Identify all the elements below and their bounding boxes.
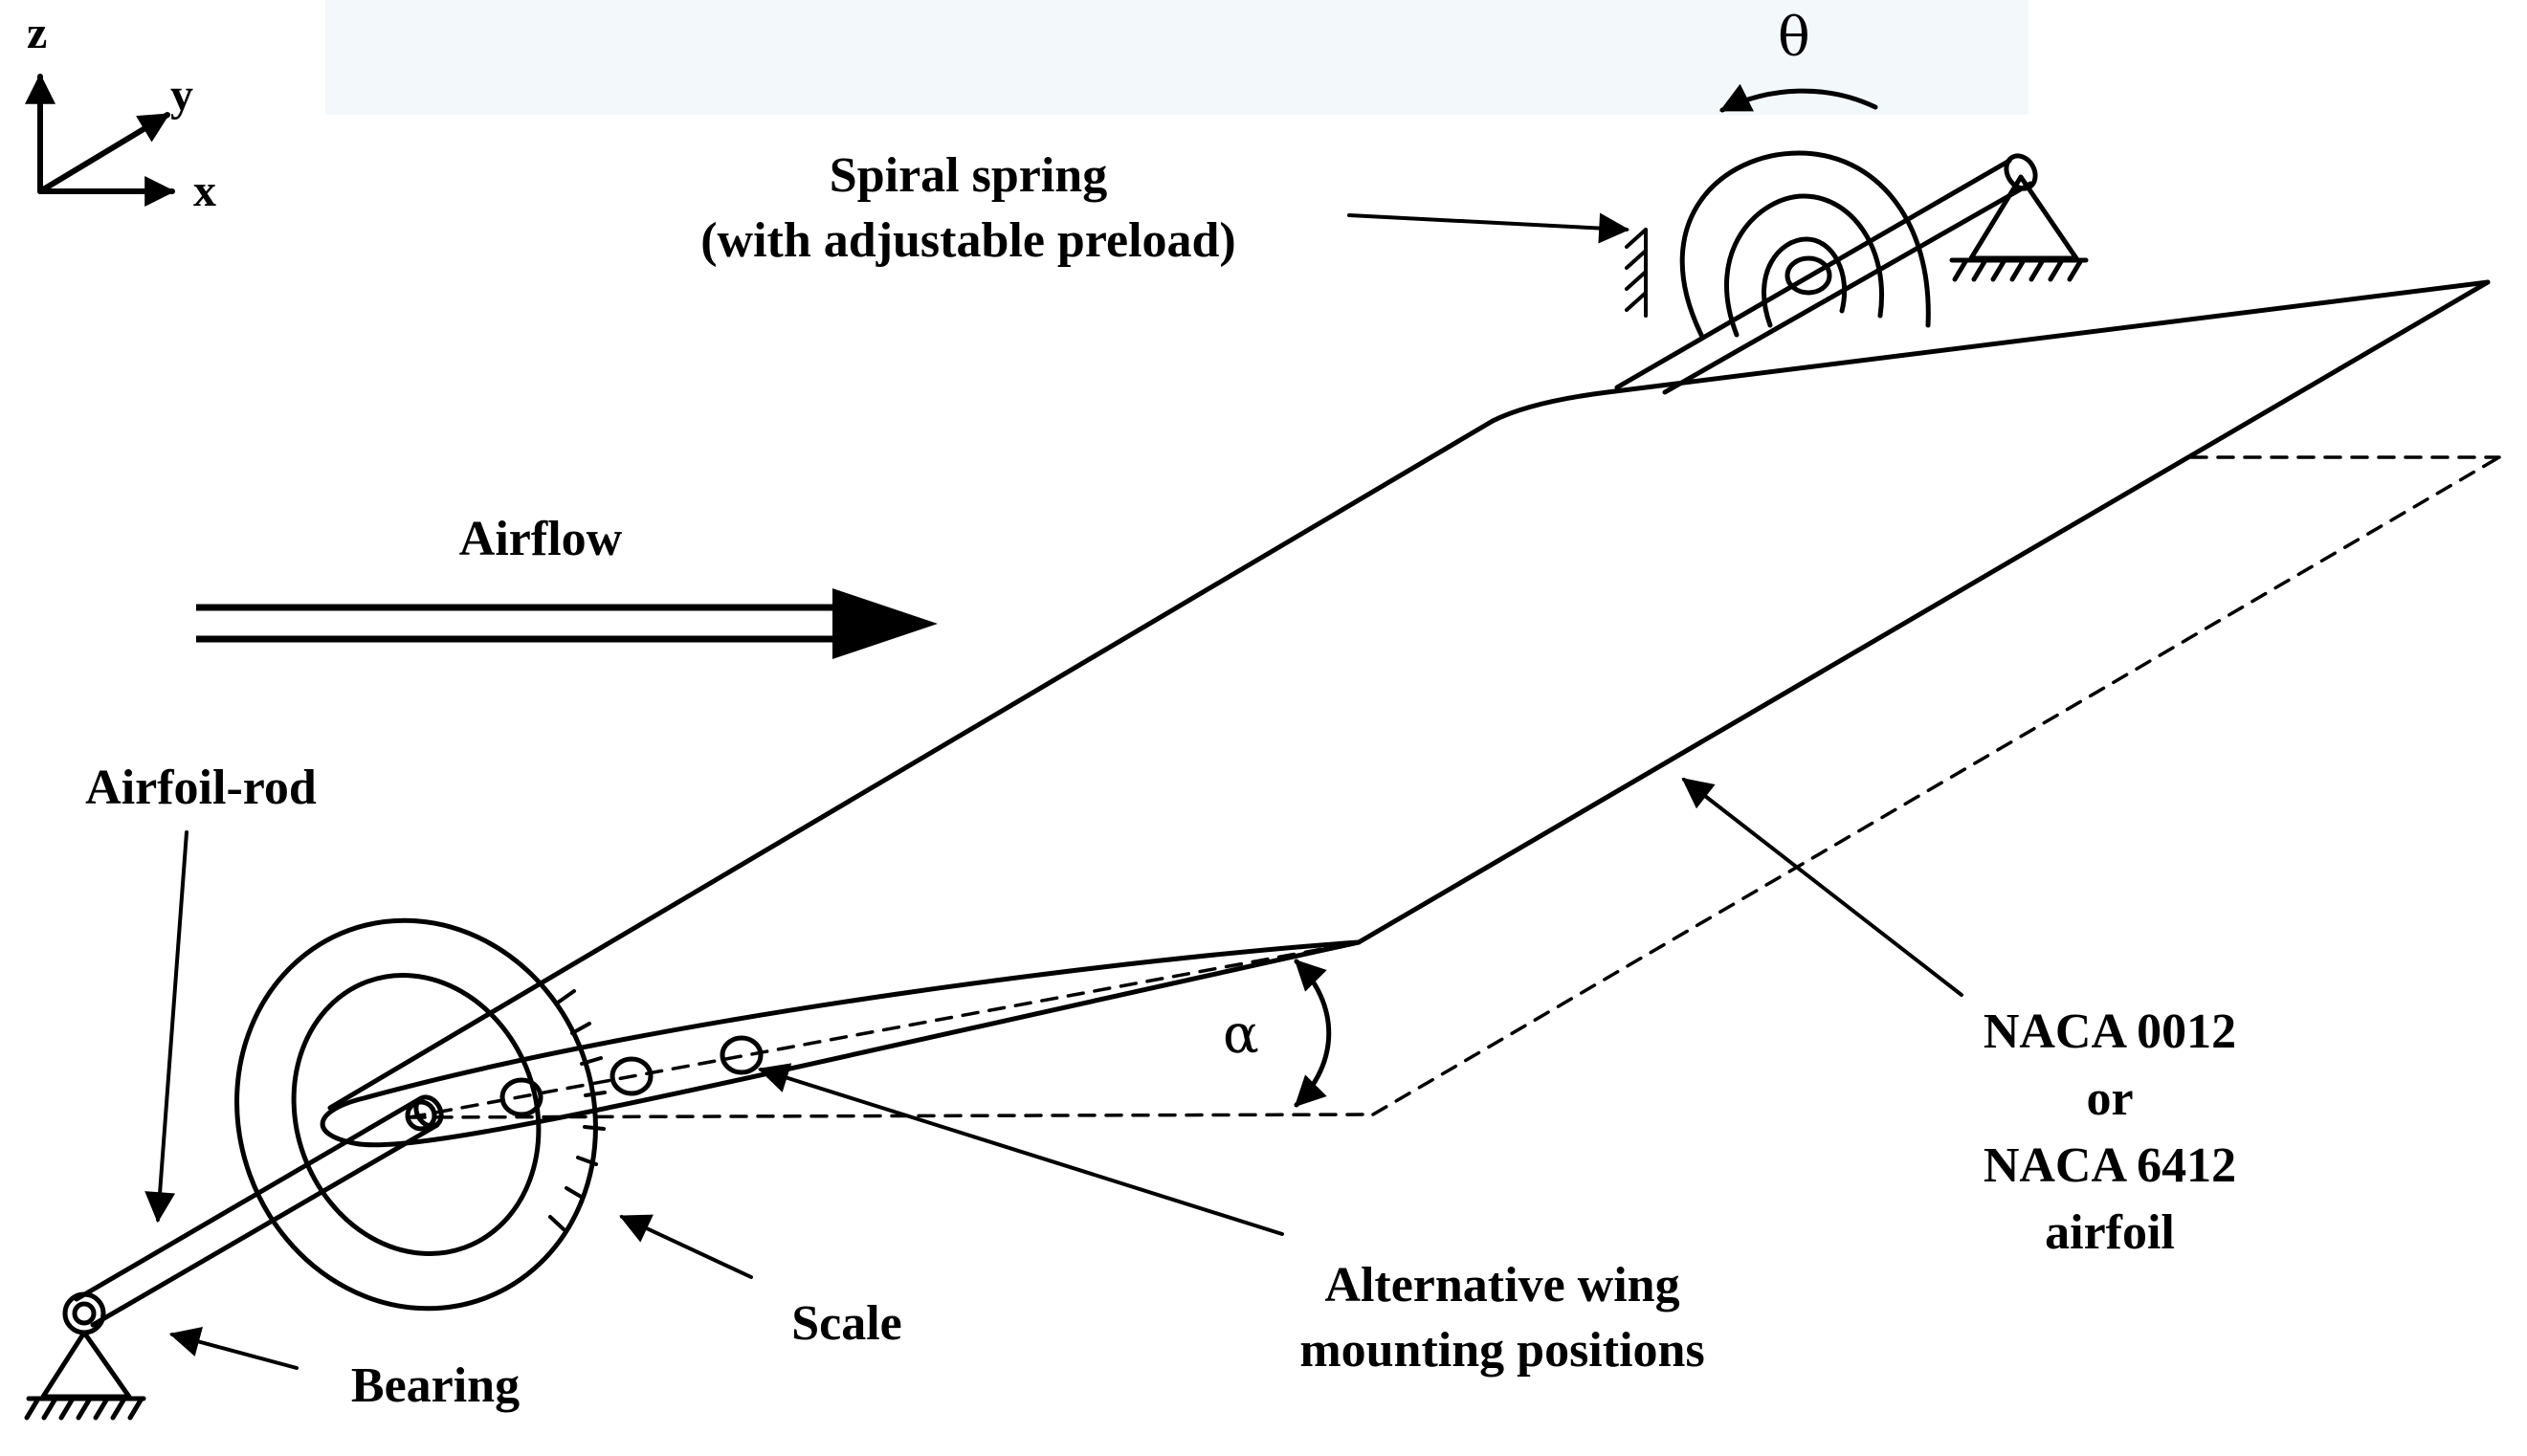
mounting-hole <box>720 1035 764 1075</box>
airflow-label: Airflow <box>459 512 623 566</box>
theta-symbol: θ <box>1778 7 1810 69</box>
leader-arrows <box>144 212 1963 1370</box>
theta-rotation-arrow <box>1719 83 1878 113</box>
scale-disk <box>234 917 598 1312</box>
scale-label: Scale <box>791 1296 902 1351</box>
airfoil-rod-label: Airfoil-rod <box>85 761 317 815</box>
mounting-holes <box>405 1035 764 1132</box>
naca-label-line2: or <box>2086 1071 2133 1126</box>
airflow-arrow <box>196 588 938 659</box>
spiral-spring <box>1679 150 1931 338</box>
alpha-angle-arc <box>1294 959 1332 1108</box>
scale-ticks <box>548 989 607 1231</box>
bearing-leader-arrow <box>168 1327 299 1370</box>
header-tint-band <box>325 0 2028 115</box>
alternative-mounting-label-line2: mounting positions <box>1299 1323 1704 1378</box>
alpha-symbol: α <box>1223 1004 1259 1066</box>
naca-label-line1: NACA 0012 <box>1984 1004 2236 1059</box>
coordinate-axes <box>24 73 176 207</box>
axis-y-label: y <box>170 70 193 121</box>
spring-anchor-wall <box>1625 228 1648 318</box>
axis-z-label: z <box>27 8 47 58</box>
spring-leader-arrow <box>1347 212 1630 244</box>
top-bearing-support <box>1949 174 2089 282</box>
spiral-spring-sublabel: (with adjustable preload) <box>700 213 1236 268</box>
bearing-support <box>24 1291 146 1421</box>
spiral-spring-label: Spiral spring <box>830 148 1107 203</box>
bearing-label: Bearing <box>351 1358 520 1413</box>
mounting-hole <box>499 1077 543 1117</box>
airfoil-rod <box>74 1094 444 1328</box>
axis-x-label: x <box>193 165 216 216</box>
airfoil-rod-leader-arrow <box>144 830 188 1224</box>
mounting-hole <box>610 1056 654 1096</box>
mounting-hole <box>405 1099 437 1132</box>
naca-label-line3: NACA 6412 <box>1984 1138 2236 1193</box>
naca-leader-arrow <box>1681 778 1963 997</box>
alternative-mounting-label-line1: Alternative wing <box>1324 1258 1679 1313</box>
mounting-leader-arrow <box>757 1063 1284 1236</box>
naca-label-line4: airfoil <box>2045 1205 2175 1260</box>
scale-leader-arrow <box>619 1214 753 1279</box>
